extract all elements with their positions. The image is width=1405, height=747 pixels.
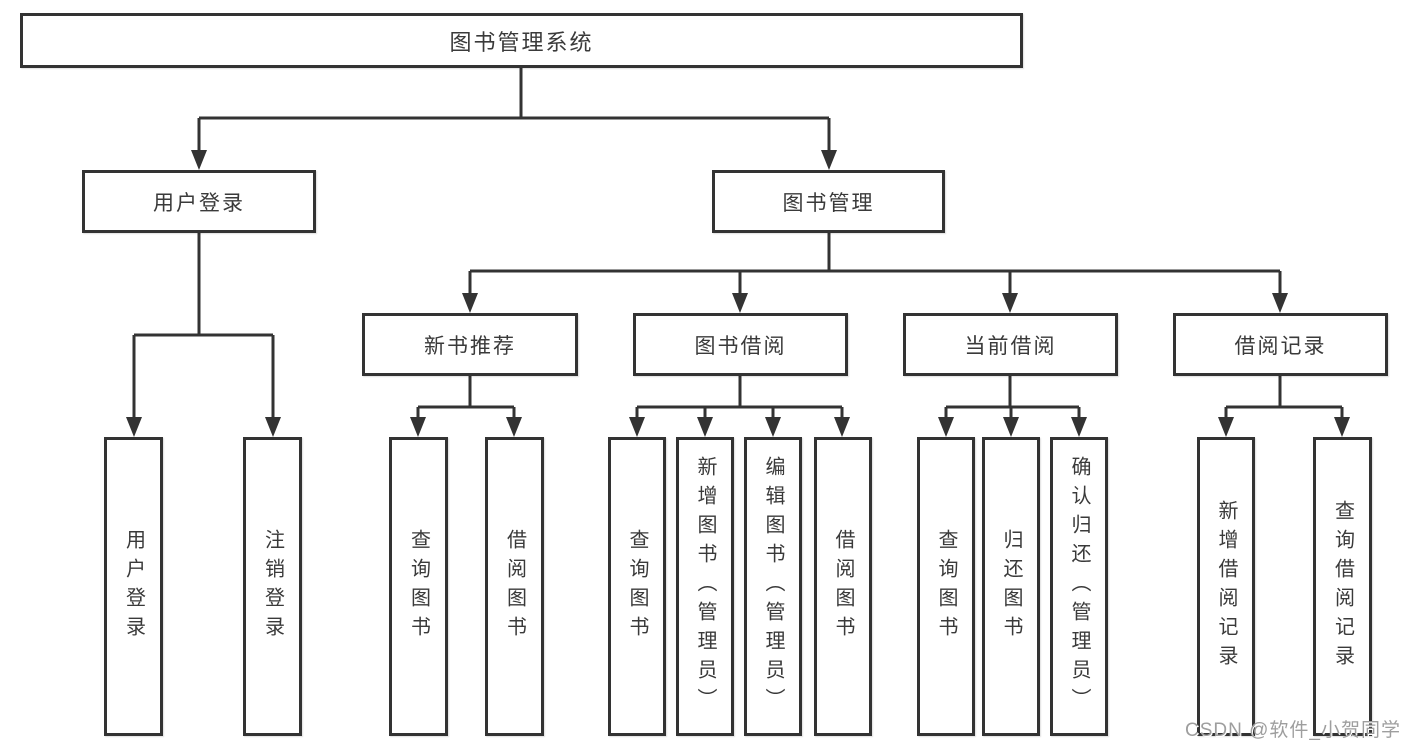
leaf-query-books-recommend: 查询图书 bbox=[389, 437, 448, 736]
node-current-borrowing: 当前借阅 bbox=[903, 313, 1118, 376]
node-borrowing-records: 借阅记录 bbox=[1173, 313, 1388, 376]
leaf-label: 借阅图书 bbox=[832, 528, 854, 645]
leaf-label: 注销登录 bbox=[261, 528, 284, 645]
leaf-return-books: 归还图书 bbox=[982, 437, 1040, 736]
leaf-label: 确认归还（管理员） bbox=[1068, 456, 1090, 717]
leaf-label: 查询图书 bbox=[626, 528, 648, 645]
leaf-add-books-admin: 新增图书（管理员） bbox=[676, 437, 734, 736]
leaf-borrow-books-recommend: 借阅图书 bbox=[485, 437, 544, 736]
node-book-management: 图书管理 bbox=[712, 170, 945, 233]
leaf-query-books-borrowing: 查询图书 bbox=[608, 437, 666, 736]
node-library-management-system: 图书管理系统 bbox=[20, 13, 1023, 68]
leaf-label: 新增图书（管理员） bbox=[694, 456, 716, 717]
leaf-label: 借阅图书 bbox=[503, 528, 526, 645]
leaf-borrow-books-borrowing: 借阅图书 bbox=[814, 437, 872, 736]
leaf-label: 查询借阅记录 bbox=[1331, 499, 1354, 674]
leaf-label: 用户登录 bbox=[122, 528, 145, 645]
leaf-confirm-return-admin: 确认归还（管理员） bbox=[1050, 437, 1108, 736]
leaf-query-books-current: 查询图书 bbox=[917, 437, 975, 736]
csdn-watermark: CSDN @软件_小贺同学 bbox=[1185, 720, 1401, 741]
node-label: 用户登录 bbox=[153, 191, 245, 215]
leaf-edit-books-admin: 编辑图书（管理员） bbox=[744, 437, 802, 736]
leaf-query-borrow-record: 查询借阅记录 bbox=[1313, 437, 1372, 736]
leaf-label: 归还图书 bbox=[1000, 528, 1022, 645]
leaf-user-login: 用户登录 bbox=[104, 437, 163, 736]
node-label: 图书借阅 bbox=[694, 334, 787, 358]
node-label: 当前借阅 bbox=[964, 334, 1057, 358]
node-label: 借阅记录 bbox=[1234, 334, 1327, 358]
leaf-logout: 注销登录 bbox=[243, 437, 302, 736]
leaf-label: 查询图书 bbox=[935, 528, 957, 645]
node-label: 图书管理系统 bbox=[449, 29, 594, 55]
node-label: 图书管理 bbox=[782, 191, 875, 215]
leaf-label: 查询图书 bbox=[407, 528, 430, 645]
leaf-label: 编辑图书（管理员） bbox=[762, 456, 784, 717]
node-book-borrowing: 图书借阅 bbox=[633, 313, 848, 376]
node-label: 新书推荐 bbox=[424, 334, 516, 358]
leaf-label: 新增借阅记录 bbox=[1215, 499, 1237, 674]
node-new-book-recommendation: 新书推荐 bbox=[362, 313, 578, 376]
node-user-login: 用户登录 bbox=[82, 170, 316, 233]
leaf-add-borrow-record: 新增借阅记录 bbox=[1197, 437, 1255, 736]
